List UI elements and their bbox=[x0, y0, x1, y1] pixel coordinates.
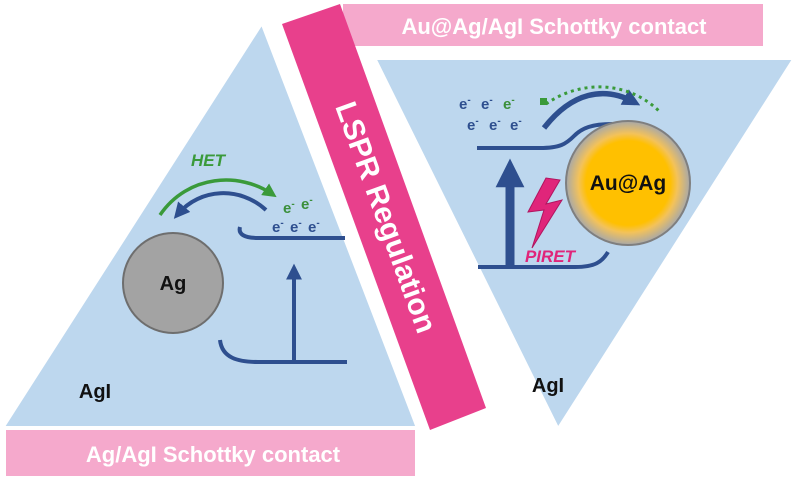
bottom-banner-label: Ag/AgI Schottky contact bbox=[86, 442, 341, 467]
left-band-diagram bbox=[158, 178, 347, 364]
left-electron-transfer-arrow bbox=[173, 191, 268, 219]
het-arrow bbox=[158, 178, 277, 216]
bottom-banner bbox=[6, 430, 415, 476]
right-panel-triangle bbox=[370, 56, 799, 435]
diagonal-band bbox=[282, 4, 486, 430]
left-electrons-green: e- e- bbox=[283, 195, 313, 217]
right-valence-band bbox=[478, 250, 610, 269]
svg-text:e-: e- bbox=[467, 116, 479, 134]
svg-text:e-: e- bbox=[301, 195, 313, 213]
right-electron-transfer-arrow bbox=[541, 89, 641, 130]
auag-sphere-label: Au@Ag bbox=[590, 172, 666, 195]
het-label: HET bbox=[191, 151, 227, 170]
svg-text:e-: e- bbox=[308, 218, 320, 236]
ag-sphere bbox=[122, 232, 224, 334]
left-conduction-band bbox=[237, 226, 345, 240]
svg-text:e-: e- bbox=[503, 95, 515, 113]
right-conduction-band bbox=[477, 122, 613, 150]
right-material-label: AgI bbox=[532, 375, 564, 397]
right-electrons-bottom: e- e- e- bbox=[467, 116, 522, 134]
top-banner bbox=[343, 4, 763, 46]
svg-text:e-: e- bbox=[481, 95, 493, 113]
svg-text:e-: e- bbox=[489, 116, 501, 134]
dotted-arrow-start-marker bbox=[540, 98, 547, 105]
left-electrons-blue: e- e- e- bbox=[272, 218, 320, 236]
left-valence-band bbox=[218, 339, 347, 364]
right-band-diagram bbox=[477, 85, 662, 269]
left-material-label: AgI bbox=[79, 381, 111, 403]
svg-text:e-: e- bbox=[283, 199, 295, 217]
left-panel-triangle bbox=[0, 17, 421, 430]
svg-text:e-: e- bbox=[459, 95, 471, 113]
auag-sphere bbox=[565, 120, 691, 246]
svg-text:e-: e- bbox=[272, 218, 284, 236]
piret-label: PIRET bbox=[525, 247, 577, 266]
svg-text:e-: e- bbox=[510, 116, 522, 134]
right-electrons-top: e- e- e- bbox=[459, 95, 515, 113]
ag-sphere-label: Ag bbox=[160, 273, 187, 295]
lightning-bolt-icon bbox=[527, 177, 564, 249]
svg-text:e-: e- bbox=[290, 218, 302, 236]
top-banner-label: Au@Ag/AgI Schottky contact bbox=[401, 14, 707, 39]
